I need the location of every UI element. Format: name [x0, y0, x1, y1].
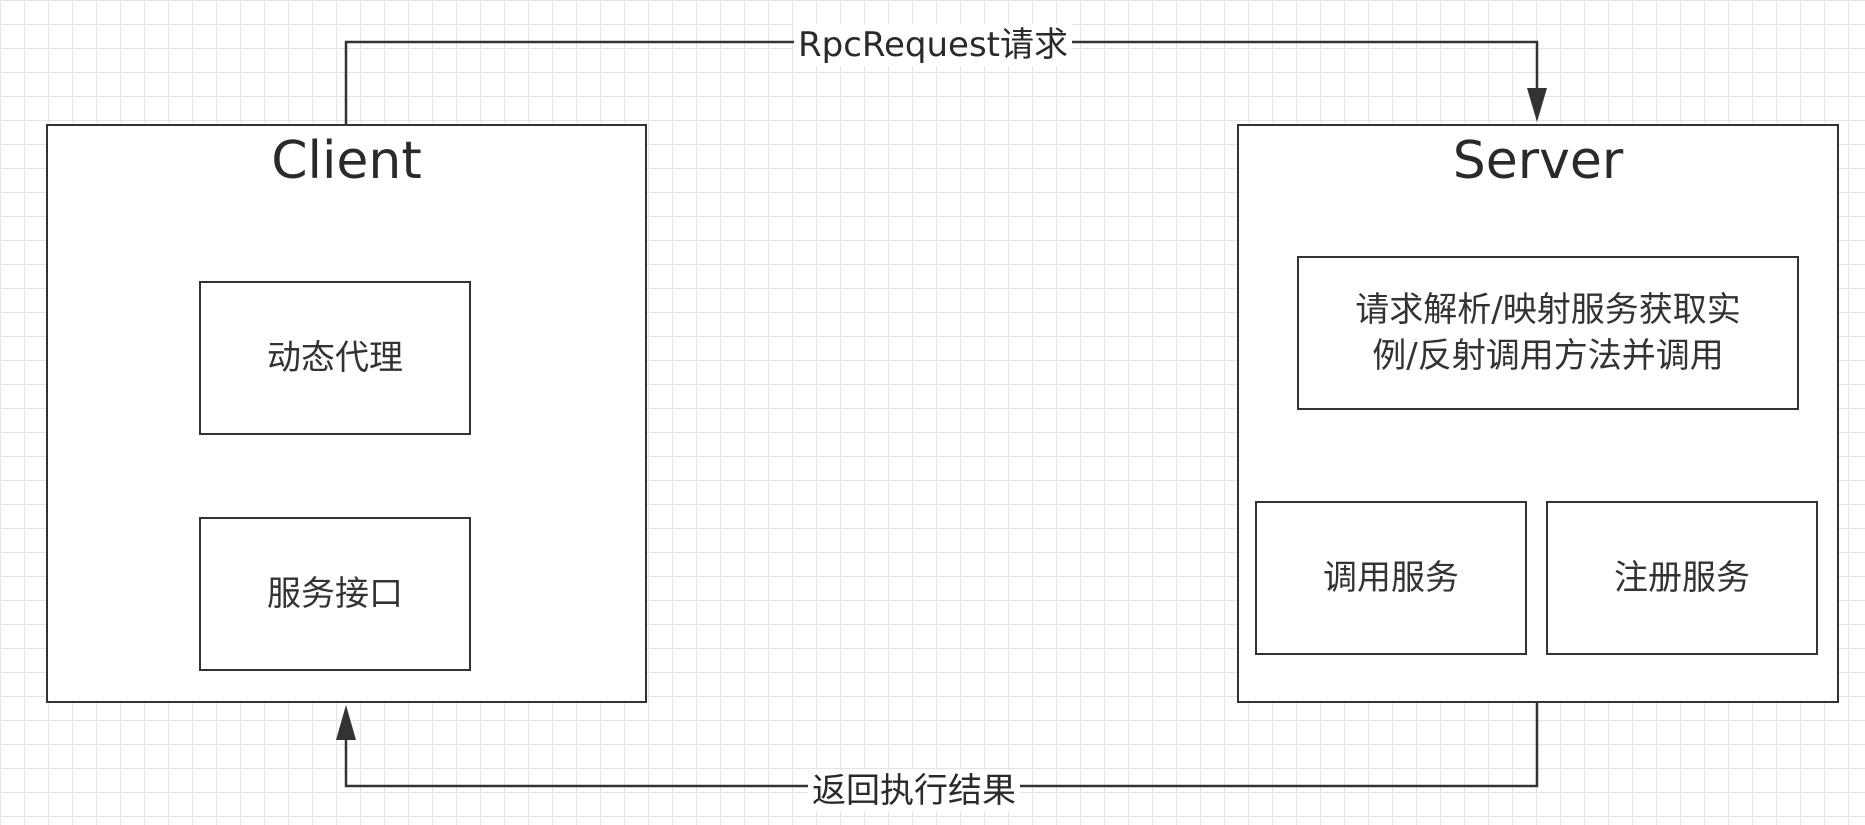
server-title: Server: [1452, 131, 1624, 191]
request-arrowhead-icon: [1527, 88, 1547, 122]
request-processing-box: 请求解析/映射服务获取实例/反射调用方法并调用: [1297, 256, 1799, 410]
dynamic-proxy-box: 动态代理: [199, 281, 471, 435]
register-service-box: 注册服务: [1546, 501, 1818, 655]
invoke-service-label: 调用服务: [1323, 558, 1459, 598]
service-interface-box: 服务接口: [199, 517, 471, 671]
request-processing-label: 请求解析/映射服务获取实例/反射调用方法并调用: [1355, 290, 1741, 376]
dynamic-proxy-label: 动态代理: [267, 338, 403, 378]
invoke-service-box: 调用服务: [1255, 501, 1527, 655]
response-arrowhead-icon: [336, 705, 356, 740]
response-edge-label: 返回执行结果: [808, 770, 1020, 812]
service-interface-label: 服务接口: [267, 574, 403, 614]
client-title: Client: [271, 131, 422, 191]
register-service-label: 注册服务: [1614, 558, 1750, 598]
request-edge-label: RpcRequest请求: [793, 24, 1073, 66]
